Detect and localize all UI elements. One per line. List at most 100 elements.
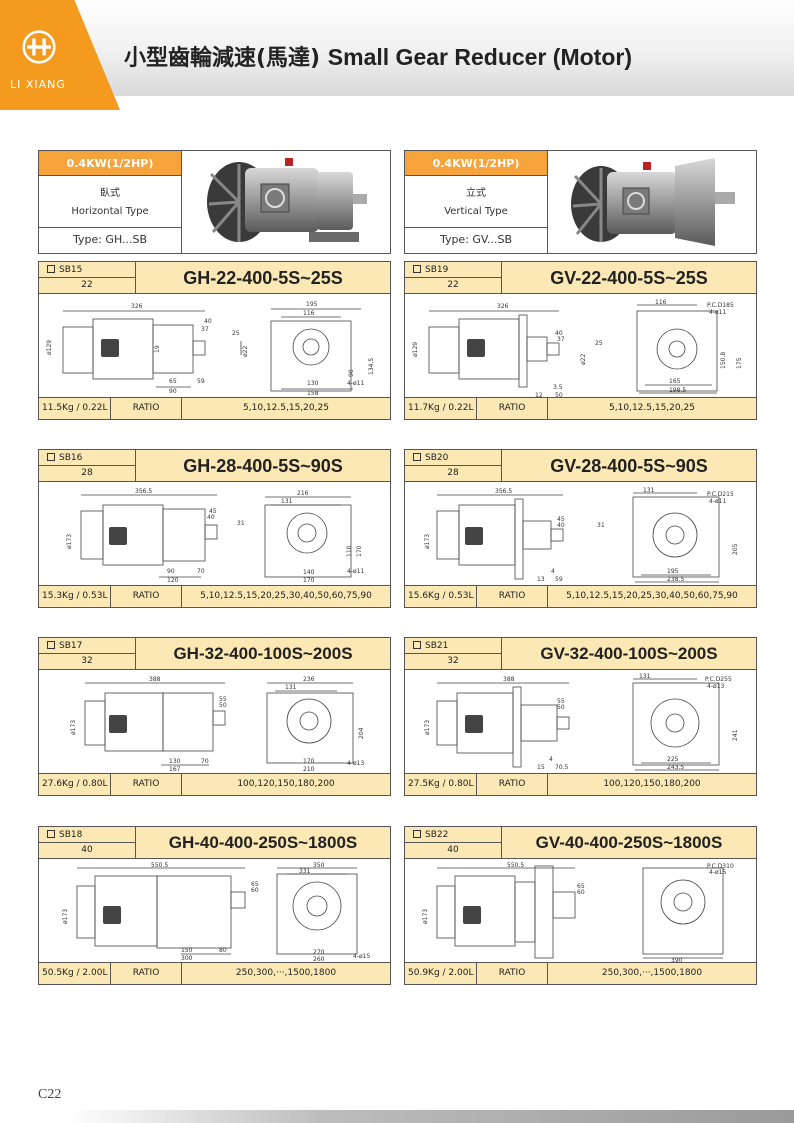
dim-19: 19 [154, 345, 161, 353]
type-zh: 臥式 [100, 188, 120, 199]
type-code: Type: GH...SB [72, 233, 148, 246]
model-name: GH-40-400-250S~1800S [168, 833, 358, 852]
ratio-label: RATIO [111, 963, 182, 984]
frame-size: 28 [447, 468, 459, 478]
dim-270: 270 [313, 949, 325, 956]
dim-225: 225 [667, 756, 679, 763]
dim-13: 13 [537, 576, 545, 583]
page-title: 小型齒輪減速(馬達) Small Gear Reducer (Motor) [124, 40, 632, 72]
weight-oil: 50.9Kg / 2.00L [405, 963, 477, 984]
page-header: LI XIANG 小型齒輪減速(馬達) Small Gear Reducer (… [0, 0, 794, 110]
model-name: GV-28-400-5S~90S [550, 456, 708, 476]
product-card-horizontal: 0.4KW(1/2HP) 臥式 Horizontal Type Type: GH… [38, 150, 391, 254]
spec-code: SB16 [59, 453, 83, 463]
spec-footer: 15.3Kg / 0.53L RATIO 5,10,12.5,15,20,25,… [39, 585, 390, 607]
frame-size: 22 [81, 280, 93, 290]
dim-h170: 170 [356, 545, 363, 557]
weight-oil: 15.6Kg / 0.53L [405, 586, 477, 607]
ratio-label: RATIO [477, 963, 548, 984]
product-info: 0.4KW(1/2HP) 臥式 Horizontal Type Type: GH… [39, 151, 182, 253]
title-zh: 小型齒輪減速(馬達) [124, 46, 321, 71]
dim-pcd: P.C.D185 [707, 302, 734, 309]
dim-300: 300 [181, 955, 193, 962]
dim-198: 198.5 [669, 387, 686, 394]
dimension-drawing: 356.5 131 P.C.D215 4-ø11 ø173 45 40 31 4… [424, 487, 739, 583]
code-marker-icon [413, 453, 421, 461]
ratio-label: RATIO [111, 398, 182, 419]
code-marker-icon [413, 641, 421, 649]
weight-oil: 15.3Kg / 0.53L [39, 586, 111, 607]
dim-4: 4 [549, 756, 553, 763]
dim-width: 236 [303, 676, 315, 683]
dim-31: 31 [237, 520, 245, 527]
dim-length: 550.5 [151, 862, 168, 869]
dim-length: 388 [149, 676, 161, 683]
dim-pcd: P.C.D310 [707, 863, 734, 870]
dim-length: 326 [497, 303, 509, 310]
dim-243: 243.5 [667, 764, 684, 771]
frame-size: 32 [447, 656, 459, 666]
spec-code: SB21 [425, 641, 449, 651]
dim-260: 260 [313, 956, 325, 962]
ratio-values: 100,120,150,180,200 [237, 779, 335, 789]
type-en: Horizontal Type [71, 206, 149, 217]
dim-hole: 4-ø11 [347, 380, 364, 387]
dim-55: 55 [557, 698, 565, 705]
spec-code-cell: SB15 22 [39, 262, 136, 294]
dim-diameter: ø173 [422, 909, 429, 924]
spec-code: SB17 [59, 641, 83, 651]
spec-header: SB17 32 GH-32-400-100S~200S [39, 638, 390, 670]
dim-diameter: ø173 [424, 534, 431, 549]
dim-width: 131 [643, 487, 655, 494]
dim-shaft: ø22 [580, 354, 587, 365]
model-name: GV-40-400-250S~1800S [535, 833, 723, 852]
motor-photo-horizontal [207, 158, 367, 242]
spec-code: SB18 [59, 830, 83, 840]
dim-150: 150 [181, 947, 193, 954]
dim-175: 175 [736, 357, 743, 369]
spec-block-sb20: SB20 28 GV-28-400-5S~90S 356.5 131 P.C.D… [404, 449, 757, 608]
power-rating: 0.4KW(1/2HP) [405, 151, 547, 176]
dim-15: 15 [537, 764, 545, 771]
dim-390: 390 [671, 957, 683, 962]
dim-length: 550.5 [507, 862, 524, 869]
dimension-drawing: 550.5 350 331 65 60 ø173 150 300 80 270 … [62, 862, 370, 962]
spec-header: SB15 22 GH-22-400-5S~25S [39, 262, 390, 294]
dim-3-5: 3.5 [553, 384, 563, 391]
dim-h204: 204 [358, 727, 365, 739]
dim-holes: 4-ø13 [707, 683, 724, 690]
dim-diameter: ø173 [62, 909, 69, 924]
ratio-label: RATIO [477, 586, 548, 607]
dim-diameter: ø129 [412, 342, 419, 357]
dim-65: 65 [251, 881, 259, 888]
spec-footer: 27.5Kg / 0.80L RATIO 100,120,150,180,200 [405, 773, 756, 795]
dim-width: 131 [639, 673, 651, 680]
footer-bar [66, 1110, 794, 1123]
spec-code-cell: SB17 32 [39, 638, 136, 670]
dim-130: 130 [169, 758, 181, 765]
product-card-vertical: 0.4KW(1/2HP) 立式 Vertical Type Type: GV..… [404, 150, 757, 254]
ratio-values: 100,120,150,180,200 [603, 779, 701, 789]
dim-shaft: ø22 [242, 346, 249, 357]
dim-60: 60 [251, 887, 259, 894]
dim-40: 40 [207, 514, 215, 521]
code-marker-icon [47, 830, 55, 838]
spec-footer: 11.7Kg / 0.22L RATIO 5,10,12.5,15,20,25 [405, 397, 756, 419]
dim-140: 140 [303, 569, 315, 576]
dim-165: 165 [669, 378, 681, 385]
dim-210: 210 [303, 766, 315, 773]
dim-130: 130 [307, 380, 319, 387]
dimension-drawing: 388 236 131 55 50 ø173 130 167 70 170 21… [70, 676, 365, 773]
weight-oil: 50.5Kg / 2.00L [39, 963, 111, 984]
frame-size: 40 [81, 845, 93, 855]
ratio-values: 5,10,12.5,15,20,25,30,40,50,60,75,90 [200, 591, 372, 601]
spec-footer: 50.9Kg / 2.00L RATIO 250,300,···,1500,18… [405, 962, 756, 984]
dimension-drawing: 326 195 116 40 37 25 ø129 ø22 19 65 59 9… [46, 301, 375, 397]
spec-header: SB21 32 GV-32-400-100S~200S [405, 638, 756, 670]
frame-size: 22 [447, 280, 459, 290]
page-number: C22 [38, 1087, 62, 1102]
model-name: GV-22-400-5S~25S [550, 268, 708, 288]
dim-120: 120 [167, 577, 179, 584]
dim-90: 90 [169, 388, 177, 395]
dim-length: 356.5 [135, 488, 152, 495]
